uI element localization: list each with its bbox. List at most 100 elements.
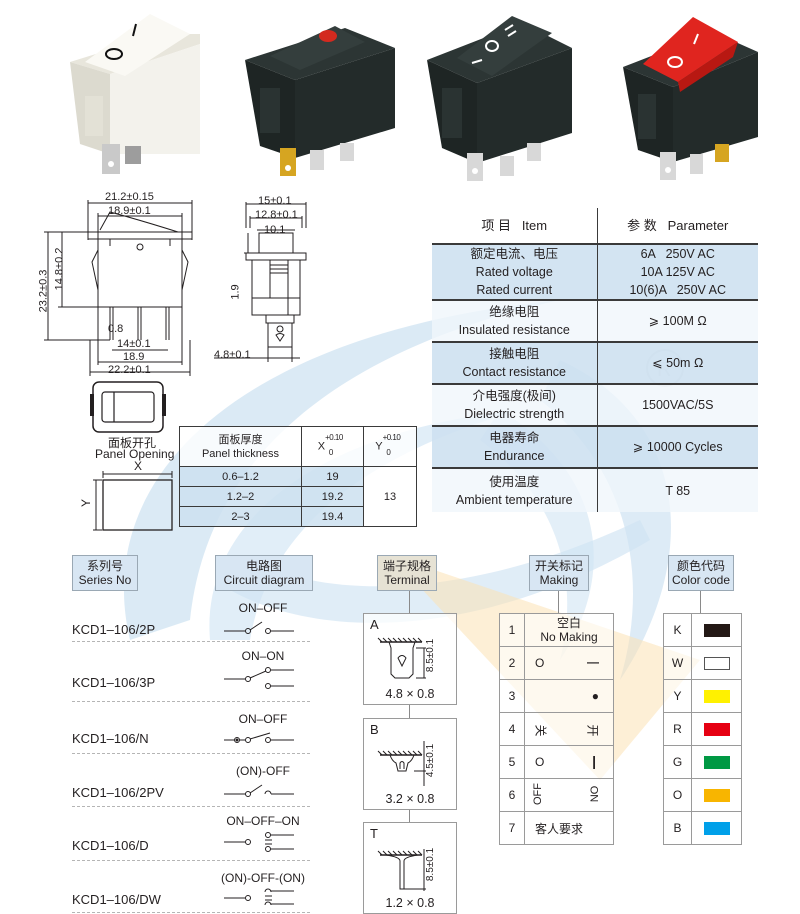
spec-item-en: Insulated resistance xyxy=(458,323,570,337)
spec-item-cn: 使用温度 xyxy=(489,474,540,489)
terminal-size: 1.2 × 0.8 xyxy=(385,896,435,910)
dim-side-rocker: 10.1 xyxy=(264,224,286,236)
row-separator xyxy=(72,641,310,642)
dim-pin-thickness: 0.8 xyxy=(108,323,124,335)
series-item: KCD1–106/2P xyxy=(72,622,156,637)
spec-value: 6A 250V AC xyxy=(640,247,715,261)
dim-height-body: 14.8±0.2 xyxy=(53,247,66,291)
panel-x-header: X+0.100 xyxy=(301,426,364,467)
terminal-letter: T xyxy=(370,826,378,841)
panel-thickness-header-cn: 面板厚度 xyxy=(218,433,263,446)
row-separator xyxy=(72,860,310,861)
terminal-header: 端子规格 Terminal xyxy=(377,555,437,591)
y-tolerance-zero: 0 xyxy=(386,448,391,458)
spec-header-parameter: 参 数 Parameter xyxy=(597,208,758,245)
spec-value: 10(6)A 250V AC xyxy=(629,283,727,297)
product-black-3pos-switch xyxy=(427,16,572,181)
making-number: 1 xyxy=(499,613,525,647)
spec-item-en: Contact resistance xyxy=(462,365,567,379)
spec-item-cn: 绝缘电阻 xyxy=(489,305,540,319)
color-swatch-white xyxy=(703,657,730,671)
panel-thickness-value: 2–3 xyxy=(179,506,302,527)
making-row: 5 O| xyxy=(499,745,614,779)
color-row: R xyxy=(663,712,742,746)
making-number: 4 xyxy=(499,712,525,746)
making-number: 7 xyxy=(499,811,525,845)
connector-line xyxy=(409,810,410,822)
x-header-label: X xyxy=(317,440,326,453)
making-number: 3 xyxy=(499,679,525,713)
making-mark-en: No Making xyxy=(540,630,598,644)
color-code: K xyxy=(663,613,692,647)
product-black-lamp-switch xyxy=(245,26,395,176)
spec-item-en: Rated voltage xyxy=(475,265,553,279)
terminal-letter: B xyxy=(370,722,379,737)
dim-pin-spacing: 14±0.1 xyxy=(117,338,151,350)
spec-value: T 85 xyxy=(597,467,758,512)
series-header-cn: 系列号 xyxy=(86,559,123,573)
terminal-dim: 8.5±0.1 xyxy=(425,847,437,882)
spec-header-item: 项 目 Item xyxy=(432,208,598,245)
circuit-diagram-on-on xyxy=(224,667,294,689)
dim-body-width: 18.9 xyxy=(123,351,145,363)
y-header-label: Y xyxy=(375,440,383,453)
circuit-label: ON–ON xyxy=(241,649,285,663)
panel-y-header: Y+0.10 0 xyxy=(363,426,417,467)
panel-thickness-header: 面板厚度 Panel thickness xyxy=(179,426,302,467)
making-mark-on: | xyxy=(592,753,596,769)
circuit-diagram-momentary-on-off xyxy=(224,784,294,797)
color-code-header-cn: 颜色代码 xyxy=(676,559,725,573)
color-swatch-orange xyxy=(703,789,730,803)
circuit-label: ON–OFF xyxy=(238,712,288,726)
making-mark-dot: ● xyxy=(591,689,599,703)
color-swatch-yellow xyxy=(703,690,730,704)
spec-value: ⩽ 50m Ω xyxy=(597,341,758,384)
series-item: KCD1–106/N xyxy=(72,731,149,746)
making-mark-on-cn: 开 xyxy=(585,724,600,737)
spec-value: ⩾ 10000 Cycles xyxy=(597,425,758,468)
color-code: B xyxy=(663,811,692,845)
terminal-a-drawing xyxy=(377,637,426,679)
y-tolerance-plus: +0.10 xyxy=(382,432,401,442)
panel-thickness-header-en: Panel thickness xyxy=(201,447,280,460)
making-number: 6 xyxy=(499,778,525,812)
circuit-header: 电路图 Circuit diagram xyxy=(215,555,313,591)
connector-line xyxy=(558,591,559,613)
making-mark-off-cn: 关 xyxy=(533,724,548,737)
color-code: Y xyxy=(663,679,692,713)
dim-side-flange: 15±0.1 xyxy=(258,195,292,207)
product-red-rocker-switch xyxy=(623,17,758,180)
terminal-dim: 4.5±0.1 xyxy=(425,743,437,778)
making-row: 2 O— xyxy=(499,646,614,680)
x-tolerance-zero: 0 xyxy=(328,448,334,458)
series-item: KCD1–106/DW xyxy=(72,892,161,907)
circuit-label: (ON)-OFF xyxy=(236,764,290,778)
series-item: KCD1–106/2PV xyxy=(72,785,164,800)
color-row: B xyxy=(663,811,742,845)
spec-value: 1500VAC/5S xyxy=(597,383,758,426)
making-number: 2 xyxy=(499,646,525,680)
circuit-diagram-momentary-on-off-on xyxy=(224,888,294,906)
panel-y-value: 13 xyxy=(363,466,417,527)
panel-opening-cutout xyxy=(93,471,173,531)
color-row: K xyxy=(663,613,742,647)
color-code-header-en: Color code xyxy=(671,573,731,587)
panel-y-label: Y xyxy=(79,498,94,508)
color-swatch-red xyxy=(703,723,730,737)
making-mark-cn: 空白 xyxy=(556,616,581,630)
making-row: 7 客人要求 xyxy=(499,811,614,845)
panel-x-value: 19.4 xyxy=(301,506,364,527)
panel-x-value: 19 xyxy=(301,466,364,487)
spec-item-en: Rated current xyxy=(476,283,553,297)
panel-row: 0.6–1.2 19 13 xyxy=(179,466,417,527)
making-mark-off: O xyxy=(535,656,545,670)
color-code: G xyxy=(663,745,692,779)
making-number: 5 xyxy=(499,745,525,779)
making-header-cn: 开关标记 xyxy=(534,559,583,573)
